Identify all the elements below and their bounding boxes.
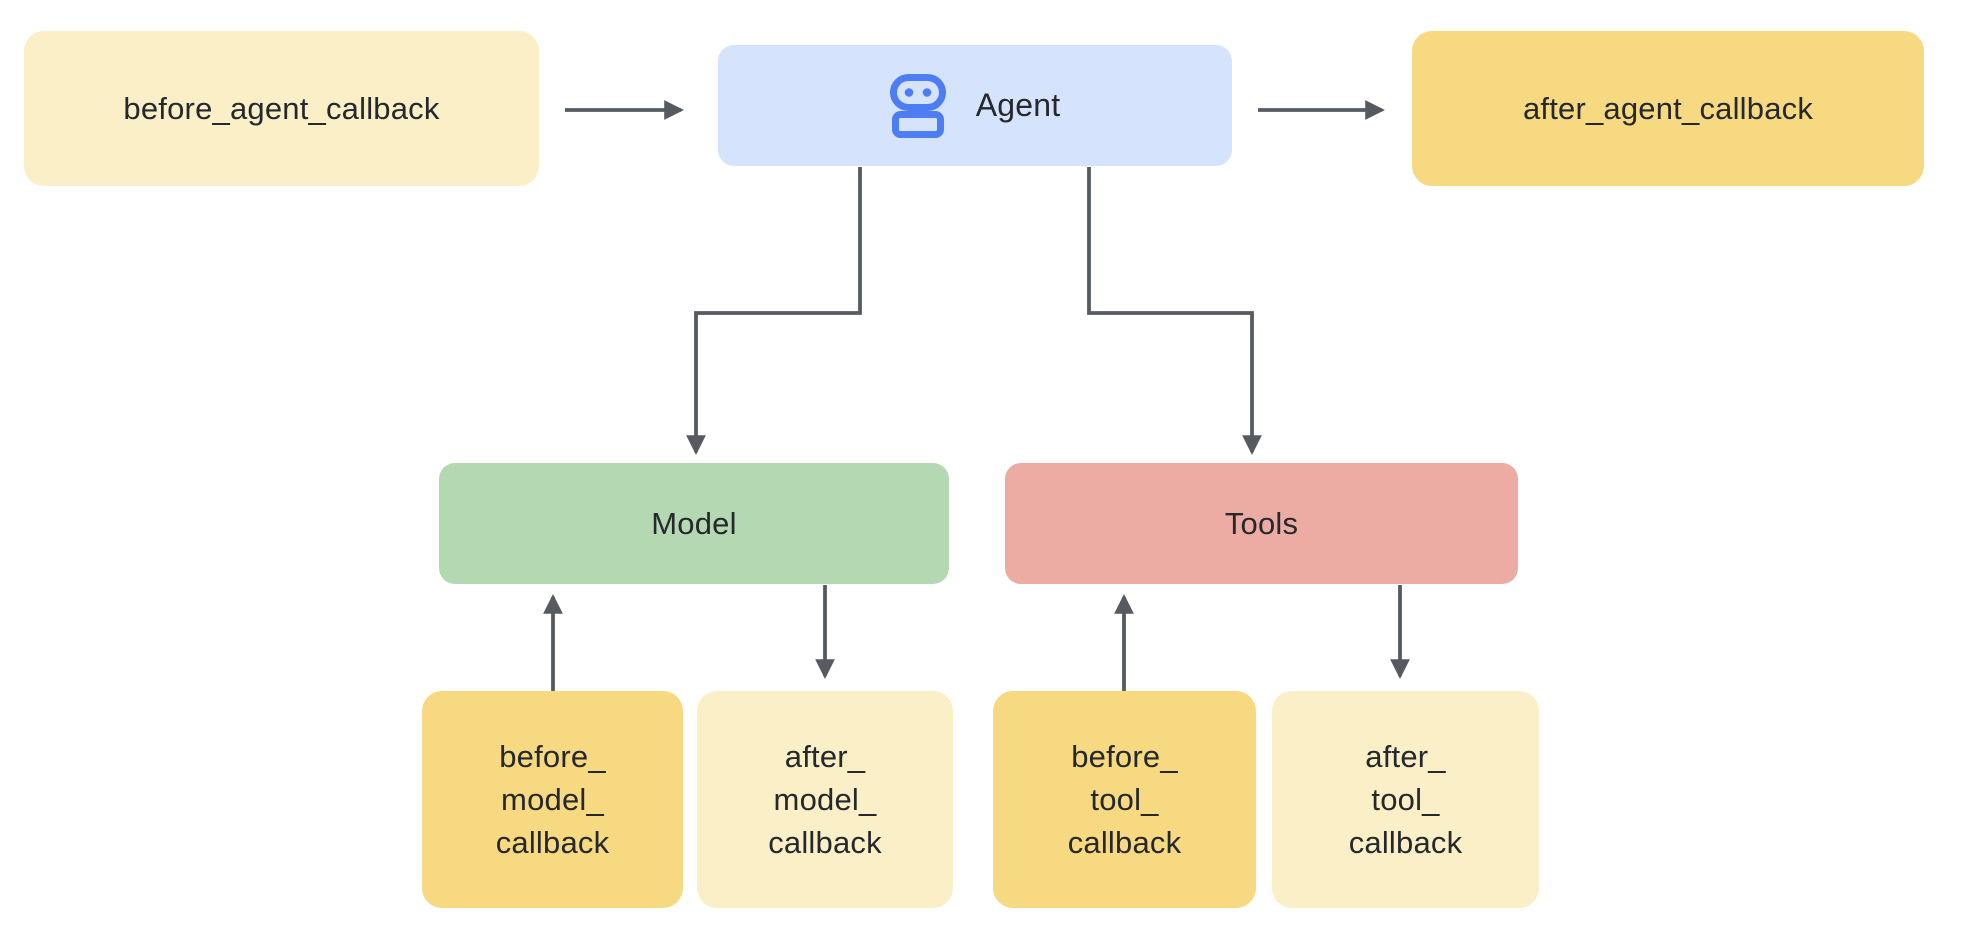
node-agent: Agent [718,45,1232,166]
node-label: after_agent_callback [1522,90,1814,126]
node-label: after_ model_ callback [768,739,882,860]
node-label: Agent [975,87,1061,123]
node-label: before_ tool_ callback [1067,739,1182,860]
node-after-agent-callback: after_agent_callback [1412,31,1924,186]
node-model: Model [439,463,949,584]
arrow-agent-to-tools [1087,167,1262,455]
node-label: before_ model_ callback [495,739,610,860]
node-after-tool-callback: after_ tool_ callback [1272,691,1539,908]
node-label: before_agent_callback [123,90,440,126]
node-before-tool-callback: before_ tool_ callback [993,691,1256,908]
node-after-model-callback: after_ model_ callback [697,691,953,908]
node-label: Model [651,505,737,541]
node-tools: Tools [1005,463,1518,584]
node-label: Tools [1224,505,1299,541]
node-before-agent-callback: before_agent_callback [24,31,539,186]
node-before-model-callback: before_ model_ callback [422,691,683,908]
robot-icon [889,73,946,138]
arrow-agent-to-model [686,167,862,455]
node-label: after_ tool_ callback [1348,739,1463,860]
